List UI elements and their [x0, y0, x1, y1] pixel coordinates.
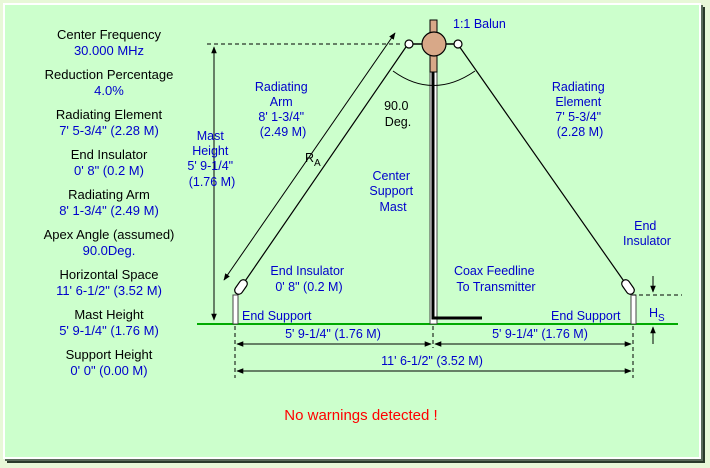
param-reduction-percentage: Reduction Percentage 4.0% [14, 67, 204, 107]
apex-angle-label: 90.0 Deg. [384, 99, 412, 129]
param-label: Reduction Percentage [44, 67, 174, 82]
param-value: 90.0Deg. [82, 243, 136, 258]
status-message: No warnings detected ! [284, 407, 437, 424]
apex-angle-arc [392, 70, 476, 86]
param-label: Apex Angle (assumed) [43, 227, 175, 242]
param-label: Center Frequency [56, 27, 162, 42]
left-end-support [232, 294, 239, 325]
param-value: 11' 6-1/2" (3.52 M) [56, 283, 162, 298]
param-value: 8' 1-3/4" (2.49 M) [59, 203, 159, 218]
mast-height-label: Mast Height 5' 9-1/4" (1.76 M) [187, 129, 236, 189]
center-mast-label: Center Support Mast [369, 169, 416, 214]
end-support-right-label: End Support [551, 309, 621, 323]
param-center-frequency: Center Frequency 30.000 MHz [14, 27, 204, 67]
param-value: 0' 0" (0.00 M) [70, 363, 148, 378]
balun-icon [421, 31, 447, 57]
balun-label: 1:1 Balun [453, 17, 506, 31]
left-end-insulator-icon [234, 279, 248, 295]
right-end-insulator-icon [621, 279, 635, 295]
end-support-left-label: End Support [242, 309, 312, 323]
param-value: 5' 9-1/4" (1.76 M) [59, 323, 159, 338]
right-radiating-element [458, 45, 629, 288]
right-end-support [630, 294, 637, 325]
param-end-insulator: End Insulator 0' 8" (0.2 M) [14, 147, 204, 187]
right-element-label: Radiating Element 7' 5-3/4" (2.28 M) [552, 80, 608, 139]
param-label: End Insulator [70, 147, 148, 162]
param-value: 4.0% [94, 83, 124, 98]
end-insulator-right-label: End Insulator [623, 219, 671, 248]
param-label: Mast Height [74, 307, 144, 322]
param-radiating-arm: Radiating Arm 8' 1-3/4" (2.49 M) [14, 187, 204, 227]
dim-total-label: 11' 6-1/2" (3.52 M) [381, 354, 483, 368]
radiating-arm-dimension-line [223, 32, 396, 281]
param-label: Support Height [65, 347, 153, 362]
left-arm-label: Radiating Arm 8' 1-3/4" (2.49 M) [255, 80, 311, 139]
left-feed-insulator-icon [404, 39, 414, 49]
param-mast-height: Mast Height 5' 9-1/4" (1.76 M) [14, 307, 204, 347]
end-insulator-left-label: End Insulator 0' 8" (0.2 M) [270, 264, 347, 294]
param-value: 0' 8" (0.2 M) [74, 163, 144, 178]
param-label: Radiating Arm [68, 187, 150, 202]
param-label: Radiating Element [55, 107, 163, 122]
parameter-list: Center Frequency 30.000 MHz Reduction Pe… [14, 27, 204, 387]
param-support-height: Support Height 0' 0" (0.00 M) [14, 347, 204, 387]
ra-label: RA [305, 151, 321, 169]
dim-left-label: 5' 9-1/4" (1.76 M) [285, 327, 381, 341]
coax-feedline [431, 70, 482, 320]
param-apex-angle: Apex Angle (assumed) 90.0Deg. [14, 227, 204, 267]
param-value: 30.000 MHz [73, 43, 145, 58]
dim-right-label: 5' 9-1/4" (1.76 M) [492, 327, 588, 341]
param-label: Horizontal Space [59, 267, 159, 282]
param-radiating-element: Radiating Element 7' 5-3/4" (2.28 M) [14, 107, 204, 147]
param-horizontal-space: Horizontal Space 11' 6-1/2" (3.52 M) [14, 267, 204, 307]
coax-label: Coax Feedline To Transmitter [454, 264, 538, 294]
hs-label: HS [649, 306, 665, 324]
right-feed-insulator-icon [453, 39, 463, 49]
param-value: 7' 5-3/4" (2.28 M) [59, 123, 159, 138]
